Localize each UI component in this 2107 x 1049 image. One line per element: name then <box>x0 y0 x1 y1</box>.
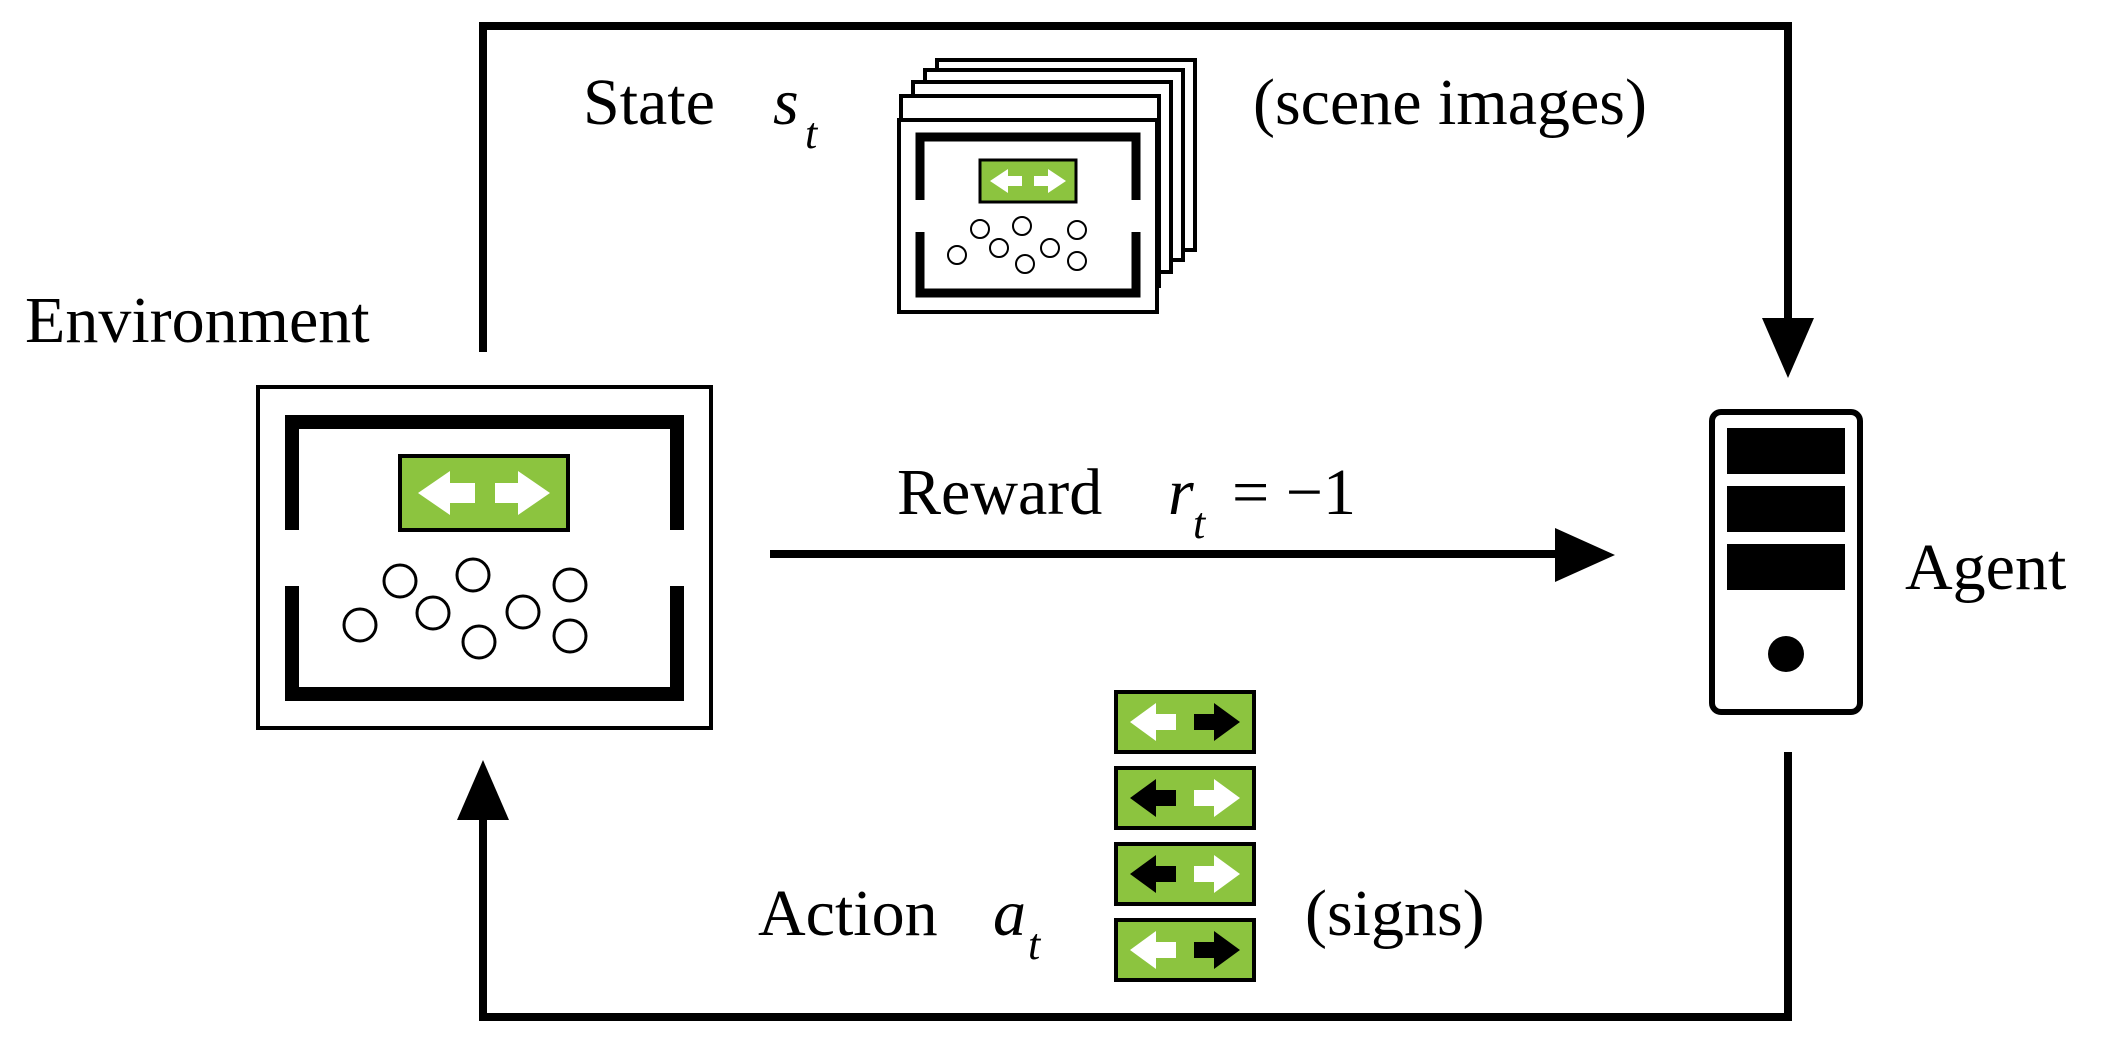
state-subscript: t <box>805 109 819 158</box>
arrow-left-icon <box>990 169 1022 193</box>
scene-image-sign <box>978 158 1078 204</box>
environment-sign <box>398 454 570 532</box>
arrow-right-icon <box>495 471 550 515</box>
arrow-left-icon <box>1130 703 1176 741</box>
scene-image-pedestrians <box>947 216 1087 274</box>
scene-image-stack <box>897 58 1197 314</box>
state-label: State s t (scene images) <box>583 66 1647 158</box>
arrow-right-icon <box>1034 169 1066 193</box>
action-sign-1 <box>1114 690 1256 754</box>
action-sign-3 <box>1114 842 1256 906</box>
reward-variable: r <box>1168 456 1194 529</box>
arrow-right-icon <box>1194 931 1240 969</box>
reward-flow-arrow <box>770 528 1615 582</box>
action-label: Action a t (signs) <box>758 877 1485 969</box>
state-note: (scene images) <box>1253 66 1647 139</box>
arrow-left-icon <box>1130 931 1176 969</box>
state-word: State <box>583 66 715 139</box>
arrow-right-icon <box>1194 779 1240 817</box>
action-note: (signs) <box>1305 877 1485 950</box>
state-flow-arrow <box>479 22 1814 378</box>
action-flow-arrow <box>457 752 1792 1021</box>
environment-label: Environment <box>25 284 370 357</box>
arrow-right-icon <box>1194 703 1240 741</box>
scene-image-front <box>897 118 1159 314</box>
reward-subscript: t <box>1193 499 1207 548</box>
reward-label: Reward r t = −1 <box>897 456 1356 548</box>
action-word: Action <box>758 877 938 950</box>
action-subscript: t <box>1028 920 1042 969</box>
state-variable: s <box>773 66 799 139</box>
action-sign-2 <box>1114 766 1256 830</box>
agent-computer-icon <box>1709 409 1863 715</box>
pedestrian-circles <box>342 557 588 660</box>
arrow-left-icon <box>1130 779 1176 817</box>
reward-word: Reward <box>897 456 1102 529</box>
reward-value: = −1 <box>1232 456 1356 529</box>
arrow-left-icon <box>1130 855 1176 893</box>
arrow-right-icon <box>1194 855 1240 893</box>
arrow-left-icon <box>418 471 475 515</box>
action-sign-list <box>1114 690 1256 982</box>
action-variable: a <box>993 877 1026 950</box>
environment-scene <box>256 385 713 730</box>
action-sign-4 <box>1114 918 1256 982</box>
agent-label: Agent <box>1905 531 2066 604</box>
